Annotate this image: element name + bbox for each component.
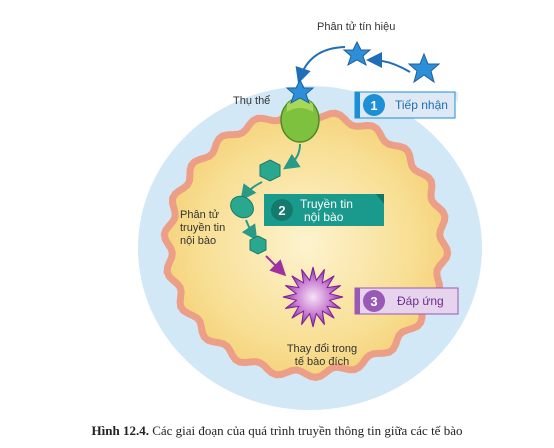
signal-molecule-star-middle [342,40,372,67]
step-badge-2 [264,194,384,226]
step-badge-1 [354,91,458,119]
arrow-messenger-2-to-3 [241,219,258,241]
signal-molecule-star-outer [407,52,441,84]
messenger-oval [230,195,254,219]
step-3-number: 3 [370,294,378,309]
step-1-label: Tiếp nhận [395,98,448,112]
figure-number: Hình 12.4. [91,423,149,438]
messenger-hexagon-1 [259,159,281,182]
step-2-label-line1: Truyền tin [300,197,353,211]
messenger-hexagon-2 [249,235,267,255]
label-change-line2: tế bào đích [294,356,350,368]
label-messenger-line3: nội bào [180,235,217,247]
label-messenger-line1: Phân tử [180,209,220,221]
step-2-number: 2 [278,203,286,218]
label-change-line1: Thay đổi trong [286,343,358,355]
label-receptor: Thụ thể [233,95,271,107]
label-signal-molecule: Phân tử tín hiệu [317,21,396,33]
figure-caption: Hình 12.4. Các giai đoạn của quá trình t… [0,423,554,439]
step-1-number: 1 [370,98,378,113]
step-badge-3 [354,287,459,315]
arrow-messenger-to-response [265,255,287,277]
step-2-label-line2: nội bào [304,210,344,224]
label-messenger-line2: truyền tin [180,222,226,234]
arrow-incoming-signal [366,52,411,73]
arrow-receptor-to-messenger [283,143,301,170]
arrow-signal-to-receptor [295,46,346,84]
receptor-bound-signal-star [285,78,315,105]
step-3-label: Đáp ứng [397,294,444,308]
figure-caption-text: Các giai đoạn của quá trình truyền thông… [148,423,463,438]
response-starburst [282,266,344,328]
arrow-messenger-1-to-2 [240,181,263,201]
